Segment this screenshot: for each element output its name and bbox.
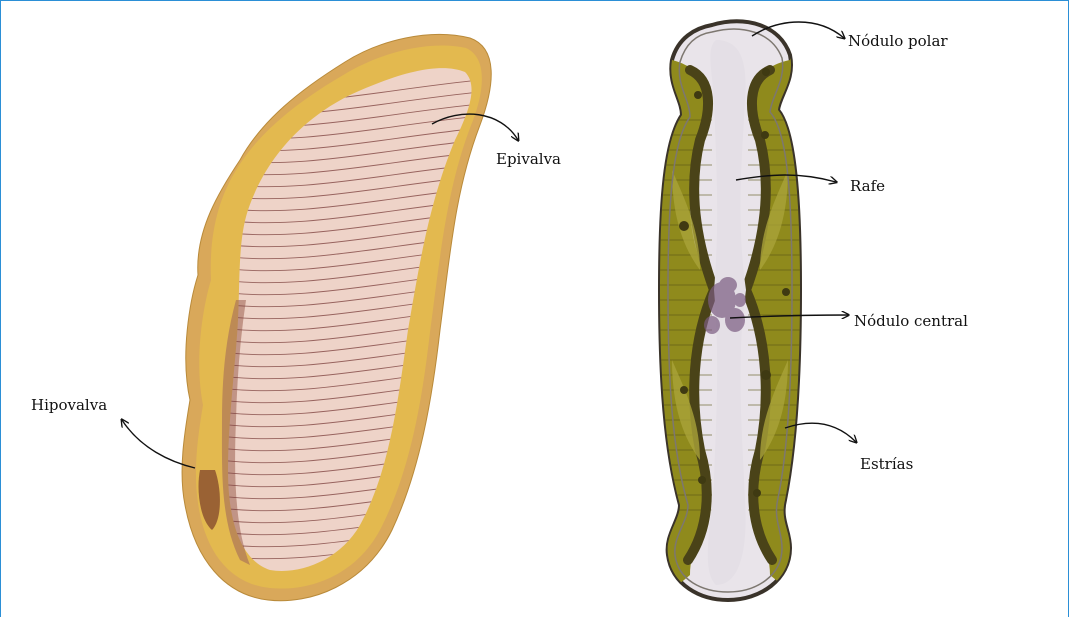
diatom-illustration [660,20,800,600]
label-rafe: Rafe [850,179,885,194]
label-nodulo-central: Nódulo central [854,314,968,329]
valve-illustration [182,34,491,600]
label-epivalva: Epivalva [496,152,561,167]
label-nodulo-polar: Nódulo polar [848,34,948,49]
label-hipovalva: Hipovalva [31,398,107,413]
label-estrias: Estrías [860,457,913,472]
